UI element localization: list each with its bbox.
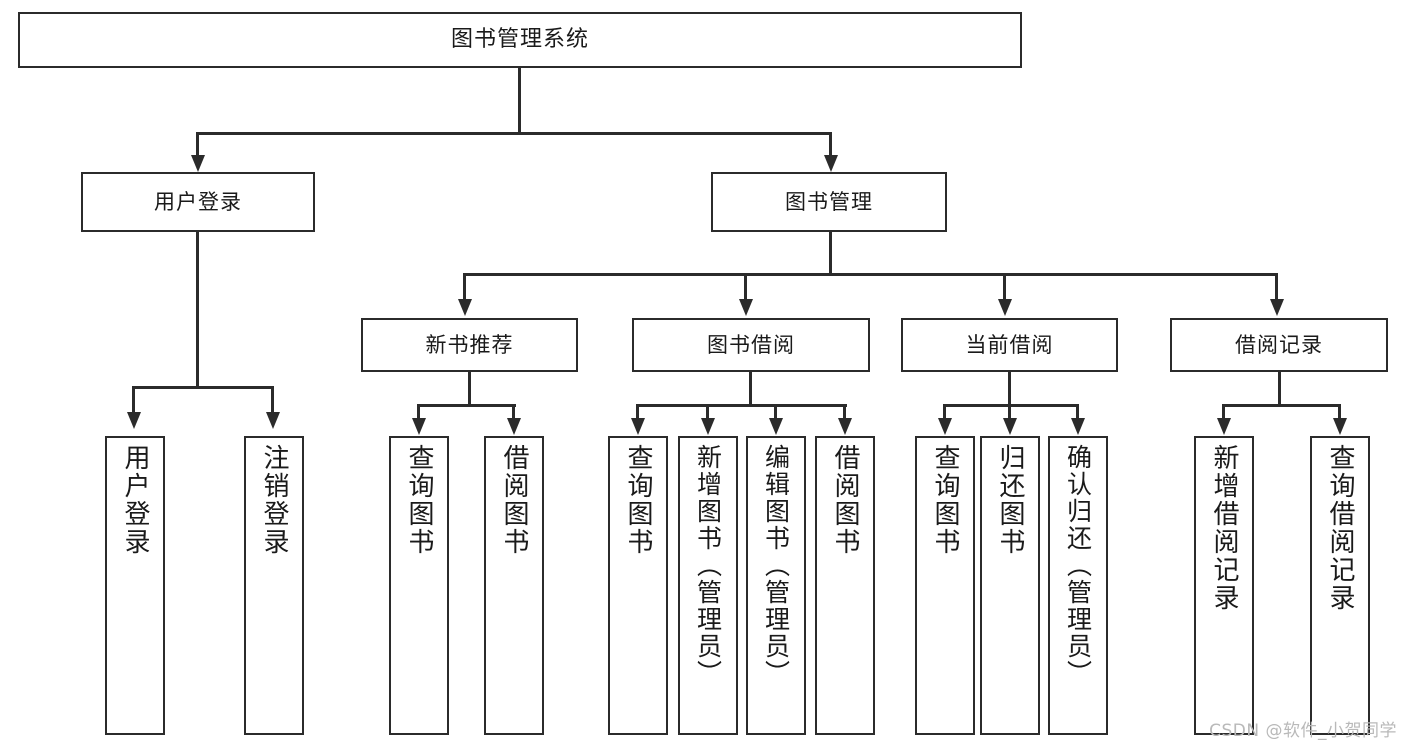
edge-drop-cb-leaf-2 <box>1008 404 1011 422</box>
node-book-borrow[interactable]: 图书借阅 <box>632 318 870 372</box>
node-label: 新增图书（管理员） <box>693 444 723 687</box>
leaf-nbr-query-book[interactable]: 查询图书 <box>389 436 449 735</box>
node-label: 图书借阅 <box>707 332 795 357</box>
edge-drop-bb-leaf-3 <box>774 404 777 422</box>
node-label: 新增借阅记录 <box>1209 444 1239 612</box>
edge-drop-nbr-leaf-1 <box>417 404 420 422</box>
node-label: 用户登录 <box>120 444 150 556</box>
leaf-bb-query-book[interactable]: 查询图书 <box>608 436 668 735</box>
node-label: 借阅记录 <box>1235 332 1323 357</box>
node-label: 新书推荐 <box>425 332 514 357</box>
edge-drop-br-leaf-2 <box>1338 404 1341 422</box>
node-label: 查询图书 <box>404 444 434 556</box>
arrow-to-cb-leaf-3 <box>1071 418 1085 435</box>
edge-root-bus <box>197 132 832 135</box>
leaf-bb-borrow-book[interactable]: 借阅图书 <box>815 436 875 735</box>
edge-book-management-stem <box>829 232 832 276</box>
node-label: 借阅图书 <box>830 444 860 556</box>
node-label: 图书管理 <box>785 189 873 214</box>
edge-drop-nbr-leaf-2 <box>512 404 515 422</box>
arrow-to-bb-leaf-2 <box>701 418 715 435</box>
leaf-bb-edit-book-admin[interactable]: 编辑图书（管理员） <box>746 436 806 735</box>
edge-drop-user-login <box>196 132 199 158</box>
node-new-book-recommend[interactable]: 新书推荐 <box>361 318 578 372</box>
edge-drop-cb-leaf-1 <box>943 404 946 422</box>
arrow-to-leaf-logout <box>266 412 280 429</box>
node-label: 图书管理系统 <box>450 26 589 52</box>
arrow-to-new-book-recommend <box>458 299 472 316</box>
node-label: 归还图书 <box>995 444 1025 556</box>
leaf-br-query-record[interactable]: 查询借阅记录 <box>1310 436 1370 735</box>
arrow-to-nbr-leaf-1 <box>412 418 426 435</box>
node-label: 用户登录 <box>154 189 242 214</box>
edge-new-book-recommend-bus <box>418 404 516 407</box>
node-label: 确认归还（管理员） <box>1063 444 1093 687</box>
leaf-cb-query-book[interactable]: 查询图书 <box>915 436 975 735</box>
edge-level3-bus <box>464 273 1278 276</box>
edge-drop-current-borrow <box>1003 273 1006 301</box>
leaf-nbr-borrow-book[interactable]: 借阅图书 <box>484 436 544 735</box>
node-borrow-record[interactable]: 借阅记录 <box>1170 318 1388 372</box>
arrow-to-cb-leaf-1 <box>938 418 952 435</box>
arrow-to-bb-leaf-3 <box>769 418 783 435</box>
arrow-to-borrow-record <box>1270 299 1284 316</box>
arrow-to-bb-leaf-4 <box>838 418 852 435</box>
node-label: 查询借阅记录 <box>1325 444 1355 612</box>
arrow-to-cb-leaf-2 <box>1003 418 1017 435</box>
edge-drop-br-leaf-1 <box>1222 404 1225 422</box>
arrow-to-nbr-leaf-2 <box>507 418 521 435</box>
leaf-bb-add-book-admin[interactable]: 新增图书（管理员） <box>678 436 738 735</box>
leaf-cb-return-book[interactable]: 归还图书 <box>980 436 1040 735</box>
edge-book-borrow-bus <box>637 404 847 407</box>
edge-drop-bb-leaf-2 <box>706 404 709 422</box>
arrow-to-bb-leaf-1 <box>631 418 645 435</box>
node-root-book-management-system[interactable]: 图书管理系统 <box>18 12 1022 68</box>
arrow-to-user-login <box>191 155 205 172</box>
arrow-to-book-management <box>824 155 838 172</box>
edge-drop-bb-leaf-4 <box>843 404 846 422</box>
arrow-to-br-leaf-2 <box>1333 418 1347 435</box>
leaf-cb-confirm-return-admin[interactable]: 确认归还（管理员） <box>1048 436 1108 735</box>
node-label: 查询图书 <box>930 444 960 556</box>
edge-root-stem <box>518 68 521 134</box>
edge-new-book-recommend-stem <box>468 372 471 406</box>
node-label: 编辑图书（管理员） <box>761 444 791 687</box>
edge-drop-book-management <box>829 132 832 158</box>
leaf-logout[interactable]: 注销登录 <box>244 436 304 735</box>
node-current-borrow[interactable]: 当前借阅 <box>901 318 1118 372</box>
edge-drop-book-borrow <box>744 273 747 301</box>
arrow-to-leaf-user-login <box>127 412 141 429</box>
edge-current-borrow-bus <box>944 404 1078 407</box>
edge-user-login-bus <box>133 386 274 389</box>
leaf-br-add-record[interactable]: 新增借阅记录 <box>1194 436 1254 735</box>
edge-borrow-record-stem <box>1278 372 1281 406</box>
leaf-user-login[interactable]: 用户登录 <box>105 436 165 735</box>
node-label: 注销登录 <box>259 444 289 556</box>
node-book-management[interactable]: 图书管理 <box>711 172 947 232</box>
edge-borrow-record-bus <box>1223 404 1340 407</box>
edge-drop-leaf-logout <box>271 386 274 414</box>
edge-drop-bb-leaf-1 <box>636 404 639 422</box>
node-label: 当前借阅 <box>965 332 1054 357</box>
edge-drop-leaf-user-login <box>132 386 135 414</box>
edge-drop-borrow-record <box>1275 273 1278 301</box>
edge-book-borrow-stem <box>749 372 752 406</box>
arrow-to-current-borrow <box>998 299 1012 316</box>
watermark-text: CSDN @软件_小贺同学 <box>1209 721 1397 741</box>
arrow-to-book-borrow <box>739 299 753 316</box>
node-user-login[interactable]: 用户登录 <box>81 172 315 232</box>
node-label: 查询图书 <box>623 444 653 556</box>
edge-drop-cb-leaf-3 <box>1076 404 1079 422</box>
edge-user-login-stem <box>196 232 199 388</box>
arrow-to-br-leaf-1 <box>1217 418 1231 435</box>
edge-current-borrow-stem <box>1008 372 1011 406</box>
edge-drop-new-book-recommend <box>463 273 466 301</box>
node-label: 借阅图书 <box>499 444 529 556</box>
